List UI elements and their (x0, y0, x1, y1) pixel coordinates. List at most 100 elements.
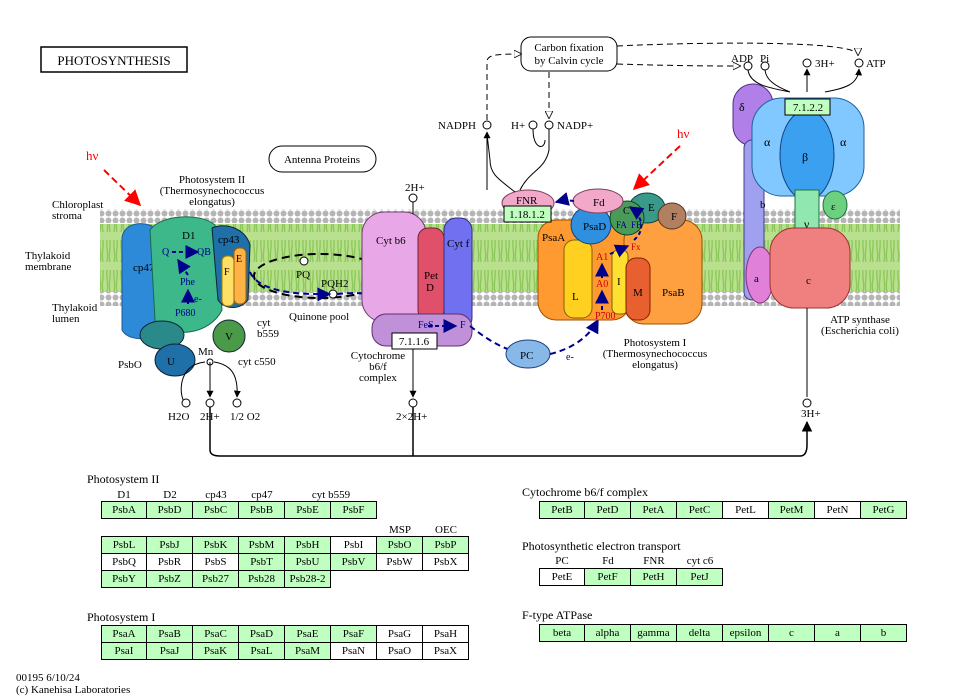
gene-psbs[interactable]: PsbS (192, 553, 239, 571)
gene-psbt[interactable]: PsbT (238, 553, 285, 571)
psal-subunit[interactable] (563, 239, 593, 319)
gene-petb[interactable]: PetB (539, 501, 585, 519)
gene-psan[interactable]: PsaN (330, 642, 377, 660)
gene-psbh[interactable]: PsbH (284, 536, 331, 554)
gene-petm[interactable]: PetM (768, 501, 815, 519)
o2-node[interactable] (232, 398, 242, 408)
gene-psbd[interactable]: PsbD (146, 501, 193, 519)
gene-psac[interactable]: PsaC (192, 625, 239, 643)
gene-petf[interactable]: PetF (584, 568, 631, 586)
u-subunit[interactable] (154, 343, 196, 377)
cyt-label: cyt (257, 317, 270, 329)
gene-b[interactable]: b (860, 624, 907, 642)
b559-label: b559 (257, 328, 280, 340)
gene-psbi[interactable]: PsbI (330, 536, 377, 554)
gene-petc[interactable]: PetC (676, 501, 723, 519)
gene-psbm[interactable]: PsbM (238, 536, 285, 554)
gene-alpha[interactable]: alpha (584, 624, 631, 642)
ps2-title-2: (Thermosynechococcus (160, 185, 264, 197)
gene-psaa[interactable]: PsaA (101, 625, 147, 643)
cyt-f-subunit[interactable] (443, 217, 473, 331)
cyt-4h-node[interactable] (408, 398, 418, 408)
gene-psam[interactable]: PsaM (284, 642, 331, 660)
gene-psbc[interactable]: PsbC (192, 501, 239, 519)
epsilon-subunit[interactable] (822, 190, 848, 220)
gene-psbz[interactable]: PsbZ (146, 570, 193, 588)
gene-psbl[interactable]: PsbL (101, 536, 147, 554)
c-ring[interactable] (769, 227, 851, 309)
cyt-2h-node[interactable] (408, 193, 418, 203)
atp-3h-bottom-node[interactable] (802, 398, 812, 408)
ec-7122-box[interactable] (784, 98, 831, 116)
gene-psbb[interactable]: PsbB (238, 501, 285, 519)
gene-psao[interactable]: PsaO (376, 642, 423, 660)
gene-a[interactable]: a (814, 624, 861, 642)
cytochrome-b6f-complex[interactable]: Cyt b6 Pet D Cyt f FeS F 7.1.1.6 Cytochr… (351, 211, 473, 384)
gene-beta[interactable]: beta (539, 624, 585, 642)
gene-psax[interactable]: PsaX (422, 642, 469, 660)
atp-synthase[interactable]: δ b a α α β γ ε c 7.1.2.2 ATP synthase (… (732, 83, 899, 337)
gene-psal[interactable]: PsaL (238, 642, 285, 660)
gene-petl[interactable]: PetL (722, 501, 769, 519)
gene-psbe[interactable]: PsbE (284, 501, 331, 519)
ps2-2h-node[interactable] (205, 398, 215, 408)
h2o-node[interactable] (181, 398, 191, 408)
gene-gamma[interactable]: gamma (630, 624, 677, 642)
hplus-node[interactable] (528, 120, 538, 130)
gene-psae[interactable]: PsaE (284, 625, 331, 643)
gene-psab[interactable]: PsaB (146, 625, 193, 643)
gene-psb28-2[interactable]: Psb28-2 (284, 570, 331, 588)
gene-psbu[interactable]: PsbU (284, 553, 331, 571)
gene-petn[interactable]: PetN (814, 501, 861, 519)
psaf-subunit[interactable] (657, 202, 687, 230)
gene-psai[interactable]: PsaI (101, 642, 147, 660)
ec-7116-box[interactable] (391, 332, 438, 350)
gene-petj[interactable]: PetJ (676, 568, 723, 586)
psam-subunit[interactable] (625, 257, 651, 321)
gene-psad[interactable]: PsaD (238, 625, 285, 643)
gene-petg[interactable]: PetG (860, 501, 907, 519)
gene-psb28[interactable]: Psb28 (238, 570, 285, 588)
atp-node[interactable] (854, 58, 864, 68)
gene-psbj[interactable]: PsbJ (146, 536, 193, 554)
gene-psag[interactable]: PsaG (376, 625, 423, 643)
gene-psbf[interactable]: PsbF (330, 501, 377, 519)
gene-psby[interactable]: PsbY (101, 570, 147, 588)
photosystem-i[interactable]: PsaA PsaB L I M PsaD E F C Fd FA FB A1 A… (537, 188, 707, 371)
antenna-proteins-box[interactable] (268, 145, 377, 173)
gene-petd[interactable]: PetD (584, 501, 631, 519)
atp-3h-node[interactable] (802, 58, 812, 68)
gene-peth[interactable]: PetH (630, 568, 677, 586)
nadph-node[interactable] (482, 120, 492, 130)
gene-psah[interactable]: PsaH (422, 625, 469, 643)
cyt-b6-subunit[interactable] (361, 211, 427, 323)
pq-node[interactable] (299, 256, 309, 266)
gene-psbw[interactable]: PsbW (376, 553, 423, 571)
gene-psbq[interactable]: PsbQ (101, 553, 147, 571)
gene-psaj[interactable]: PsaJ (146, 642, 193, 660)
gene-psbk[interactable]: PsbK (192, 536, 239, 554)
v-subunit[interactable] (212, 319, 246, 353)
gene-peta[interactable]: PetA (630, 501, 677, 519)
gene-pete[interactable]: PetE (539, 568, 585, 586)
gene-delta[interactable]: delta (676, 624, 723, 642)
gene-psaf[interactable]: PsaF (330, 625, 377, 643)
nadp-node[interactable] (544, 120, 554, 130)
pqh2-node[interactable] (328, 289, 338, 299)
ec-118-box[interactable] (503, 205, 552, 223)
gene-psbx[interactable]: PsbX (422, 553, 469, 571)
ps2-title-3: elongatus) (189, 196, 235, 208)
gene-psba[interactable]: PsbA (101, 501, 147, 519)
gene-epsilon[interactable]: epsilon (722, 624, 769, 642)
gene-psak[interactable]: PsaK (192, 642, 239, 660)
gene-psbv[interactable]: PsbV (330, 553, 377, 571)
photosystem-ii[interactable]: Photosystem II (Thermosynechococcus elon… (118, 174, 280, 377)
gene-psbo[interactable]: PsbO (376, 536, 423, 554)
gene-c[interactable]: c (768, 624, 815, 642)
cytb559-e[interactable] (233, 247, 247, 305)
gene-psbp[interactable]: PsbP (422, 536, 469, 554)
hv-label-ps1: hν (677, 126, 690, 141)
gene-psb27[interactable]: Psb27 (192, 570, 239, 588)
gene-psbr[interactable]: PsbR (146, 553, 193, 571)
cytb559-f[interactable] (221, 255, 235, 307)
